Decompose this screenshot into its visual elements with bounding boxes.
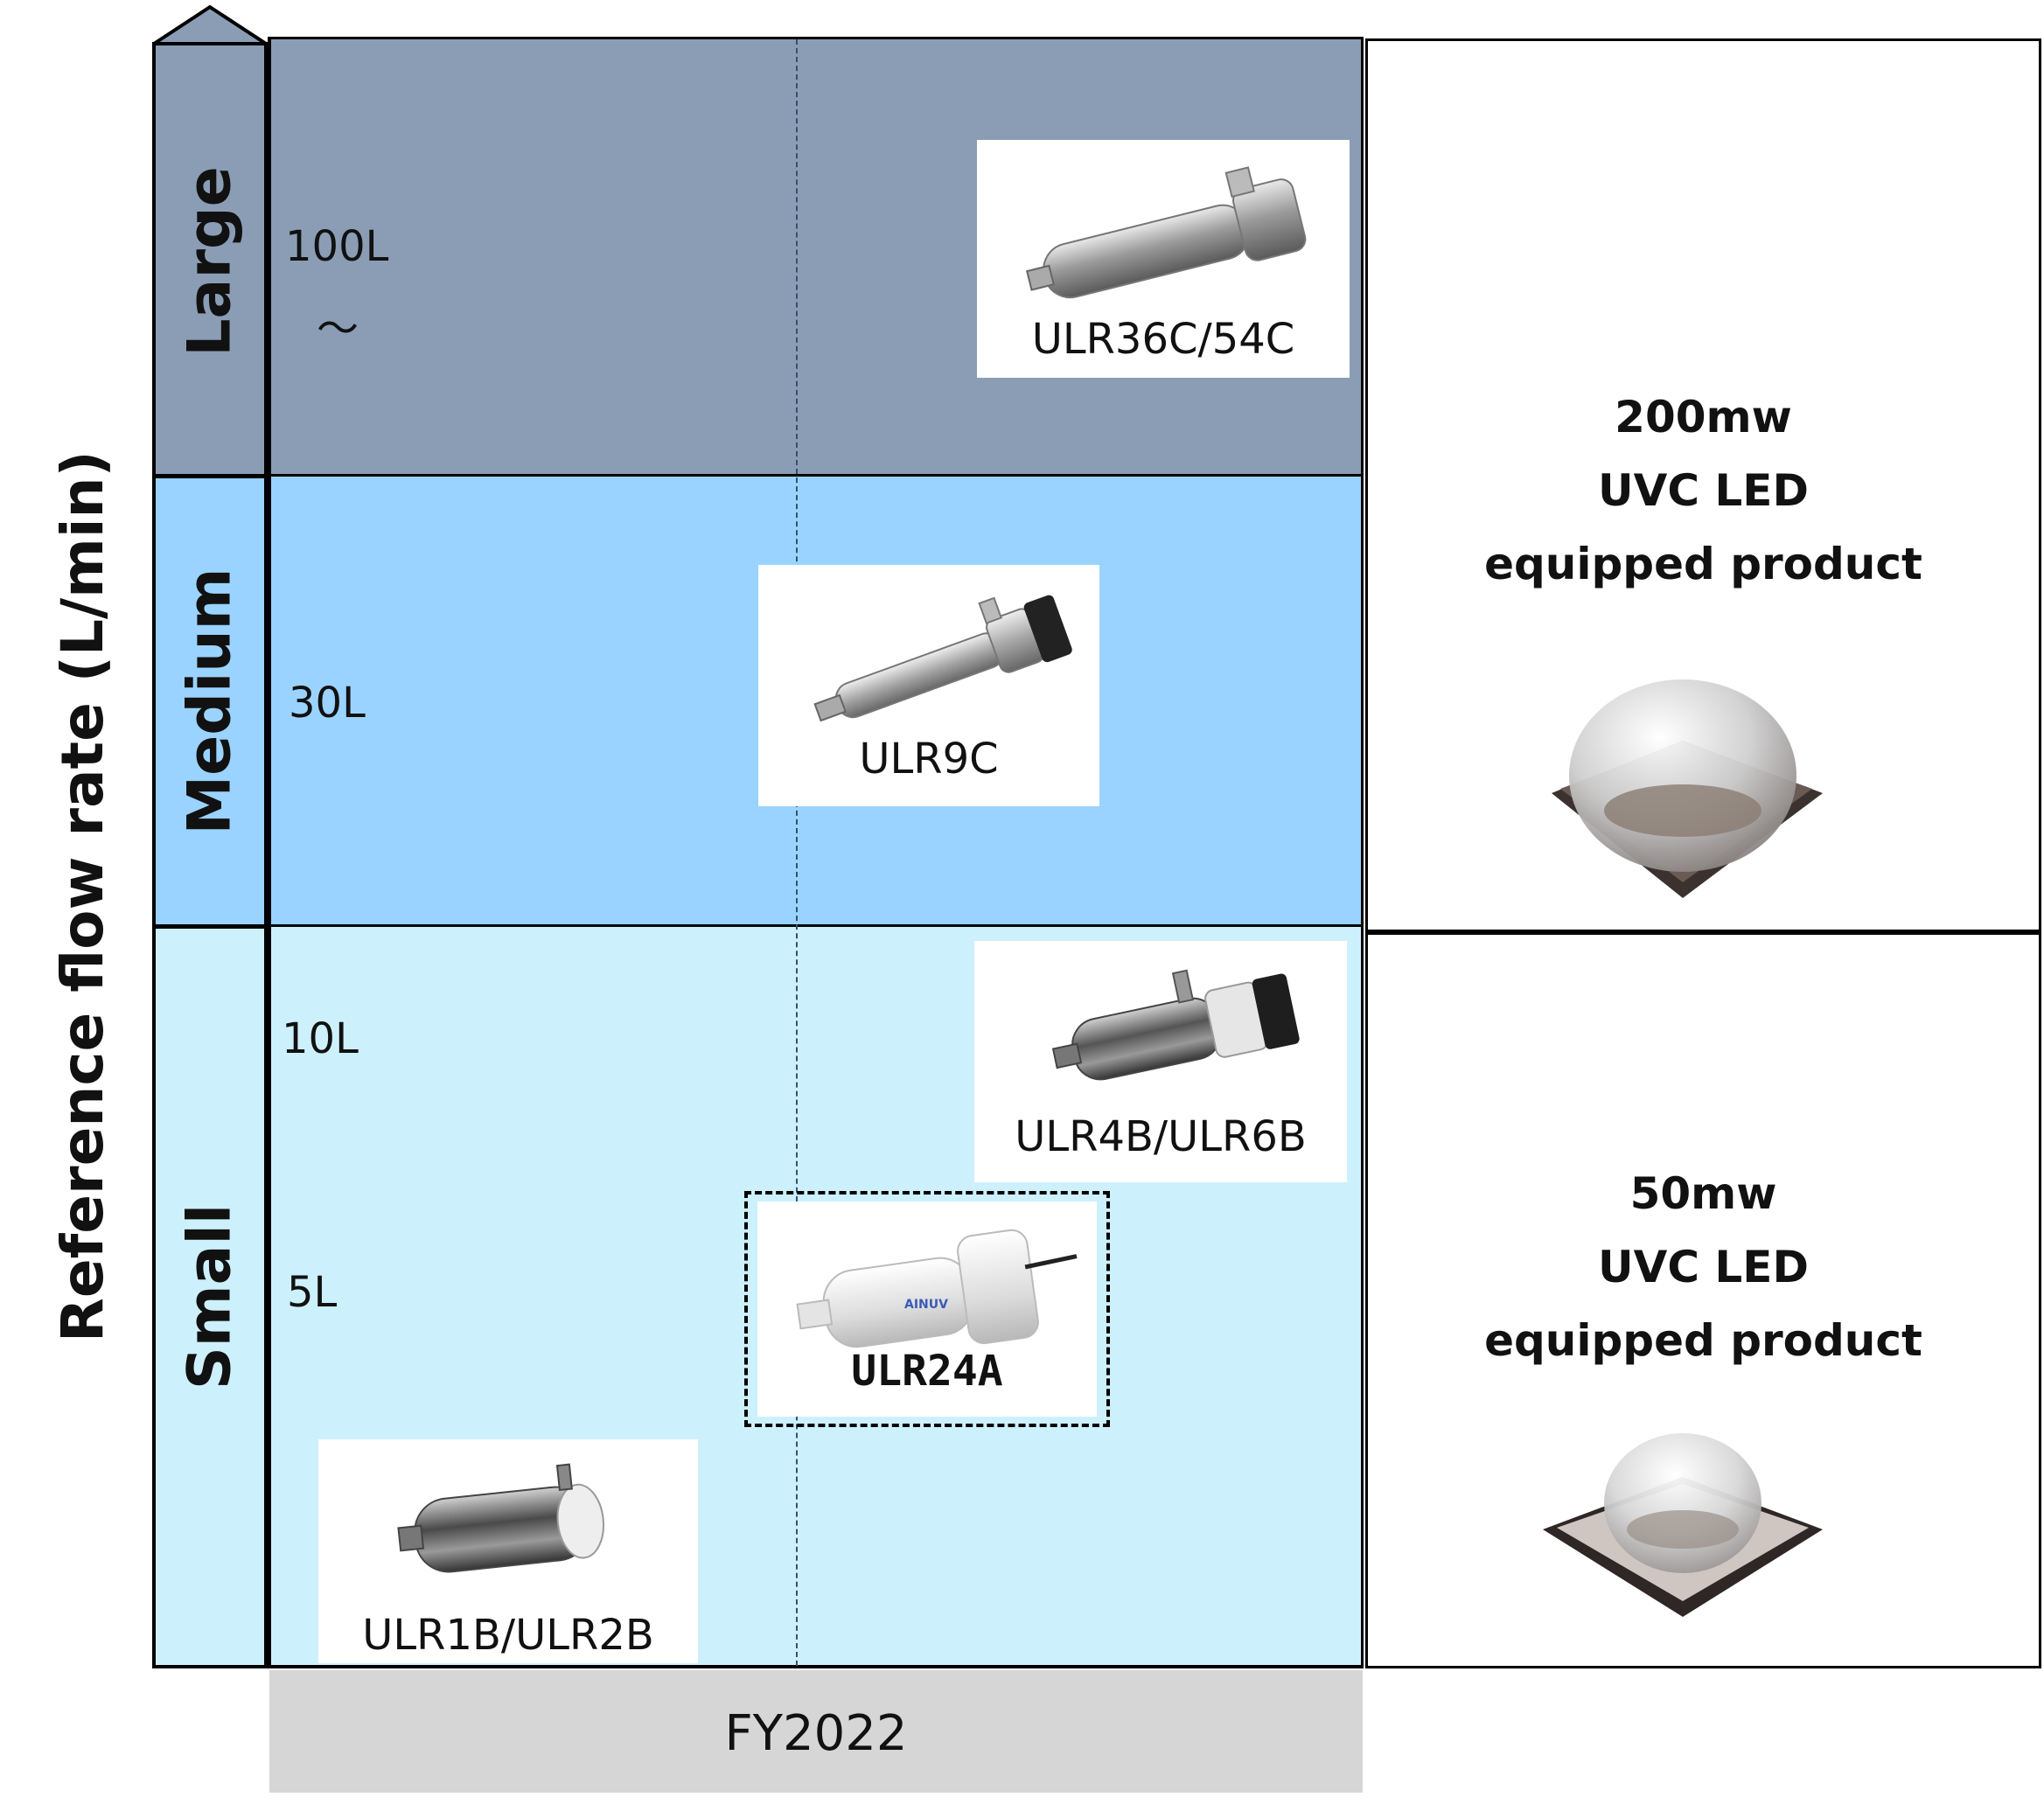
product-card-ulr24a: AINUV ULR24A	[757, 1202, 1097, 1417]
product-label-ulr9c: ULR9C	[859, 735, 999, 784]
category-small-label: Small	[175, 1203, 245, 1390]
category-large-label: Large	[175, 166, 245, 357]
row-divider	[152, 474, 1363, 477]
flow-label-tilde: ～	[317, 304, 359, 353]
flow-label-100l: 100L	[285, 222, 389, 271]
category-medium-label: Medium	[175, 568, 245, 835]
reactor-image	[1025, 166, 1307, 299]
uvc-led-image	[1543, 1433, 1823, 1617]
category-large: Large	[152, 42, 268, 477]
uvc-led-image	[1552, 679, 1823, 898]
ulr24a-logo: AINUV	[904, 1298, 948, 1312]
product-highlight-box	[744, 1191, 1110, 1427]
led-type-50: UVC LED	[1598, 1242, 1809, 1292]
product-label-ulr36c: ULR36C/54C	[1031, 315, 1295, 364]
category-medium: Medium	[152, 475, 268, 928]
reactor-image	[813, 595, 1072, 722]
led-desc-200: equipped product	[1484, 539, 1922, 589]
led-panel-50mw: 50mw UVC LED equipped product	[1365, 932, 2041, 1668]
product-card-ulr36c: ULR36C/54C	[977, 140, 1350, 378]
flow-label-30l: 30L	[289, 679, 366, 728]
product-card-ulr9c: ULR9C	[758, 565, 1099, 806]
dashed-divider	[796, 39, 798, 1666]
flow-label-10l: 10L	[282, 1014, 359, 1063]
led-desc-50: equipped product	[1484, 1315, 1922, 1366]
category-small: Small	[152, 925, 268, 1668]
row-divider	[152, 924, 1363, 927]
reactor-image: AINUV	[796, 1229, 1078, 1348]
up-arrow-icon	[152, 4, 268, 45]
product-label-ulr1b: ULR1B/ULR2B	[362, 1611, 654, 1660]
product-label-ulr4b: ULR4B/ULR6B	[1015, 1112, 1307, 1161]
led-type-200: UVC LED	[1598, 465, 1809, 516]
reactor-image	[397, 1463, 604, 1573]
flow-label-5l: 5L	[287, 1268, 338, 1317]
led-power-200: 200mw	[1615, 392, 1792, 442]
product-label-ulr24a: ULR24A	[851, 1347, 1003, 1396]
product-card-ulr4b: ULR4B/ULR6B	[974, 941, 1347, 1182]
x-axis-label: FY2022	[724, 1705, 908, 1762]
led-panel-200mw: 200mw UVC LED equipped product	[1365, 38, 2041, 932]
y-axis-title: Reference flow rate (L/min)	[49, 450, 116, 1342]
fiscal-year-bar: FY2022	[269, 1670, 1363, 1793]
reactor-image	[1051, 969, 1300, 1081]
product-card-ulr1b: ULR1B/ULR2B	[318, 1439, 698, 1663]
grid-right-border	[1361, 37, 1364, 1668]
led-power-50: 50mw	[1629, 1168, 1777, 1219]
